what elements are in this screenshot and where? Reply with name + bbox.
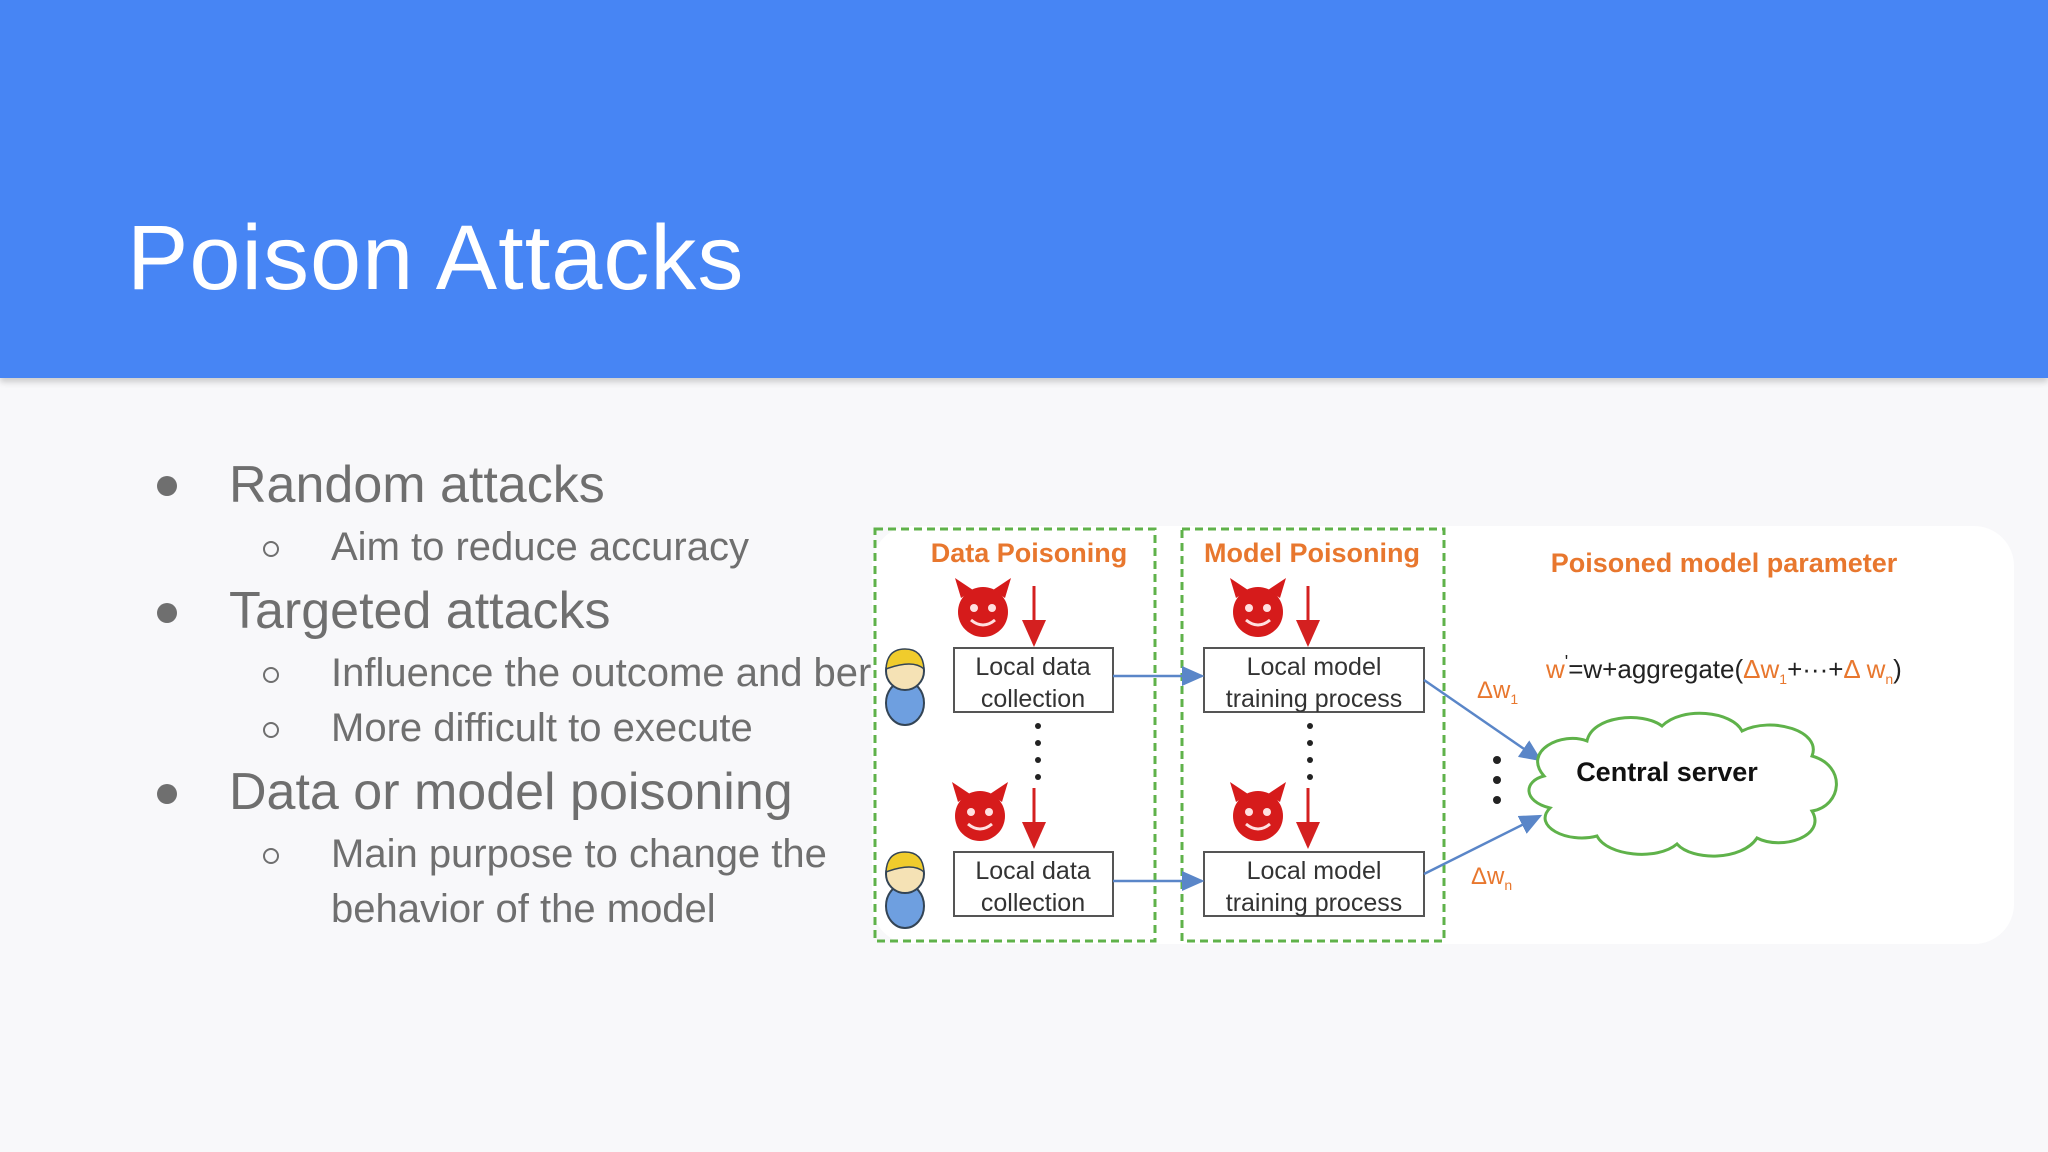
sub-bullet-influence-outcome: Influence the outcome and ber	[331, 651, 872, 695]
sub-bullet-circle	[263, 541, 279, 557]
vertical-ellipsis	[1307, 723, 1313, 780]
local-data-line2: collection	[981, 685, 1085, 713]
data-poisoning-region	[873, 527, 1157, 943]
bullet-dot	[157, 603, 177, 623]
local-model-line1: Local model	[1247, 857, 1382, 885]
delta-w1-label: Δw1	[1477, 677, 1518, 707]
sub-bullet-main-purpose-line2: behavior of the model	[331, 887, 716, 931]
poisoned-parameter-label: Poisoned model parameter	[1551, 548, 1898, 578]
delta-wn-label: Δwn	[1471, 863, 1512, 893]
local-model-line1: Local model	[1247, 653, 1382, 681]
sub-bullet-circle	[263, 722, 279, 738]
vertical-ellipsis	[1035, 723, 1041, 780]
bullet-targeted-attacks: Targeted attacks	[229, 582, 611, 640]
devil-icon	[955, 578, 1011, 637]
devil-icon	[952, 782, 1008, 841]
local-data-line1: Local data	[975, 653, 1090, 681]
central-server-label: Central server	[1576, 757, 1758, 787]
local-model-box	[1203, 851, 1425, 917]
model-poisoning-label: Model Poisoning	[1204, 538, 1420, 568]
local-data-line1: Local data	[975, 857, 1090, 885]
model-poisoning-region	[1180, 527, 1446, 943]
devil-icon	[1230, 782, 1286, 841]
vertical-ellipsis	[1493, 756, 1501, 804]
sub-bullet-main-purpose-line1: Main purpose to change the	[331, 832, 827, 876]
aggregate-formula: w'=w+aggregate(Δw1+···+Δ wn)	[1545, 652, 1902, 687]
sub-bullet-reduce-accuracy: Aim to reduce accuracy	[331, 525, 749, 569]
local-data-box	[953, 851, 1114, 917]
flow-arrow	[1423, 678, 1543, 762]
local-model-line2: training process	[1226, 889, 1402, 917]
bullet-dot	[157, 476, 177, 496]
bullet-random-attacks: Random attacks	[229, 456, 605, 514]
sub-bullet-difficult: More difficult to execute	[331, 706, 753, 750]
flow-arrow	[1423, 814, 1543, 876]
sub-bullet-circle	[263, 848, 279, 864]
local-model-line2: training process	[1226, 685, 1402, 713]
local-data-box	[953, 647, 1114, 713]
poisoning-diagram: Data Poisoning Model Poisoning Poisoned …	[872, 526, 2014, 944]
central-server-cloud	[1527, 711, 1838, 858]
bullet-data-model-poisoning: Data or model poisoning	[229, 763, 793, 821]
user-icon	[885, 648, 925, 726]
sub-bullet-circle	[263, 667, 279, 683]
user-icon	[885, 851, 925, 929]
data-poisoning-label: Data Poisoning	[931, 538, 1128, 568]
bullet-dot	[157, 784, 177, 804]
title-bar	[0, 0, 2048, 378]
slide-title: Poison Attacks	[127, 207, 745, 309]
local-data-line2: collection	[981, 889, 1085, 917]
devil-icon	[1230, 578, 1286, 637]
diagram-svg: Data Poisoning Model Poisoning Poisoned …	[873, 527, 1902, 943]
